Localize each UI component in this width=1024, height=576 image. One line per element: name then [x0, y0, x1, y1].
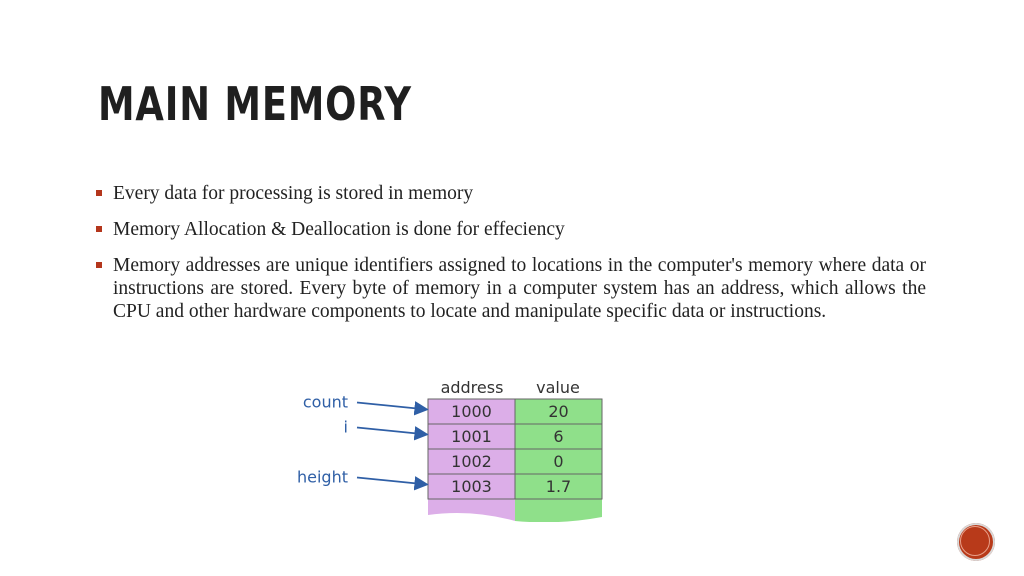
slide-title: MAIN MEMORY	[98, 77, 412, 131]
bullet-text: Memory Allocation & Deallocation is done…	[113, 219, 565, 240]
pointer-arrow	[356, 476, 429, 491]
address-label: 1001	[451, 427, 492, 446]
pointer-label: height	[297, 468, 348, 487]
address-header: address	[441, 378, 504, 397]
address-column-tail	[428, 499, 515, 521]
value-label: 1.7	[546, 477, 571, 496]
pointer-label: count	[303, 393, 348, 412]
bullet-text: Memory addresses are unique identifiers …	[113, 255, 926, 322]
slide-number-badge	[957, 523, 995, 561]
value-label: 20	[548, 402, 568, 421]
value-label: 0	[553, 452, 563, 471]
value-label: 6	[553, 427, 563, 446]
pointer-label: i	[344, 418, 348, 437]
value-header: value	[536, 378, 580, 397]
bullet-item: Every data for processing is stored in m…	[96, 182, 926, 205]
bullet-square-icon	[96, 190, 102, 196]
value-cell	[514, 398, 603, 425]
value-column-tail	[515, 499, 602, 522]
bullet-square-icon	[96, 226, 102, 232]
memory-diagram: address value 1000 20 1001 6 1002 0 1003 1.7 co…	[297, 378, 603, 522]
address-cell	[427, 473, 516, 500]
address-label: 1002	[451, 452, 492, 471]
badge-ring-icon	[960, 526, 990, 556]
bullet-square-icon	[96, 262, 102, 268]
bullet-list: Every data for processing is stored in m…	[96, 182, 926, 336]
bullet-item: Memory addresses are unique identifiers …	[96, 254, 926, 323]
memory-rows: 1000 20 1001 6 1002 0 1003 1.7	[427, 398, 603, 522]
address-label: 1003	[451, 477, 492, 496]
bullet-text: Every data for processing is stored in m…	[113, 183, 474, 204]
value-cell	[514, 473, 603, 500]
memory-pointers: count i height	[297, 393, 429, 491]
bullet-item: Memory Allocation & Deallocation is done…	[96, 218, 926, 241]
address-label: 1000	[451, 402, 492, 421]
pointer-arrow	[356, 426, 429, 441]
value-cell	[514, 423, 603, 450]
pointer-arrow	[356, 401, 429, 416]
value-cell	[514, 448, 603, 475]
